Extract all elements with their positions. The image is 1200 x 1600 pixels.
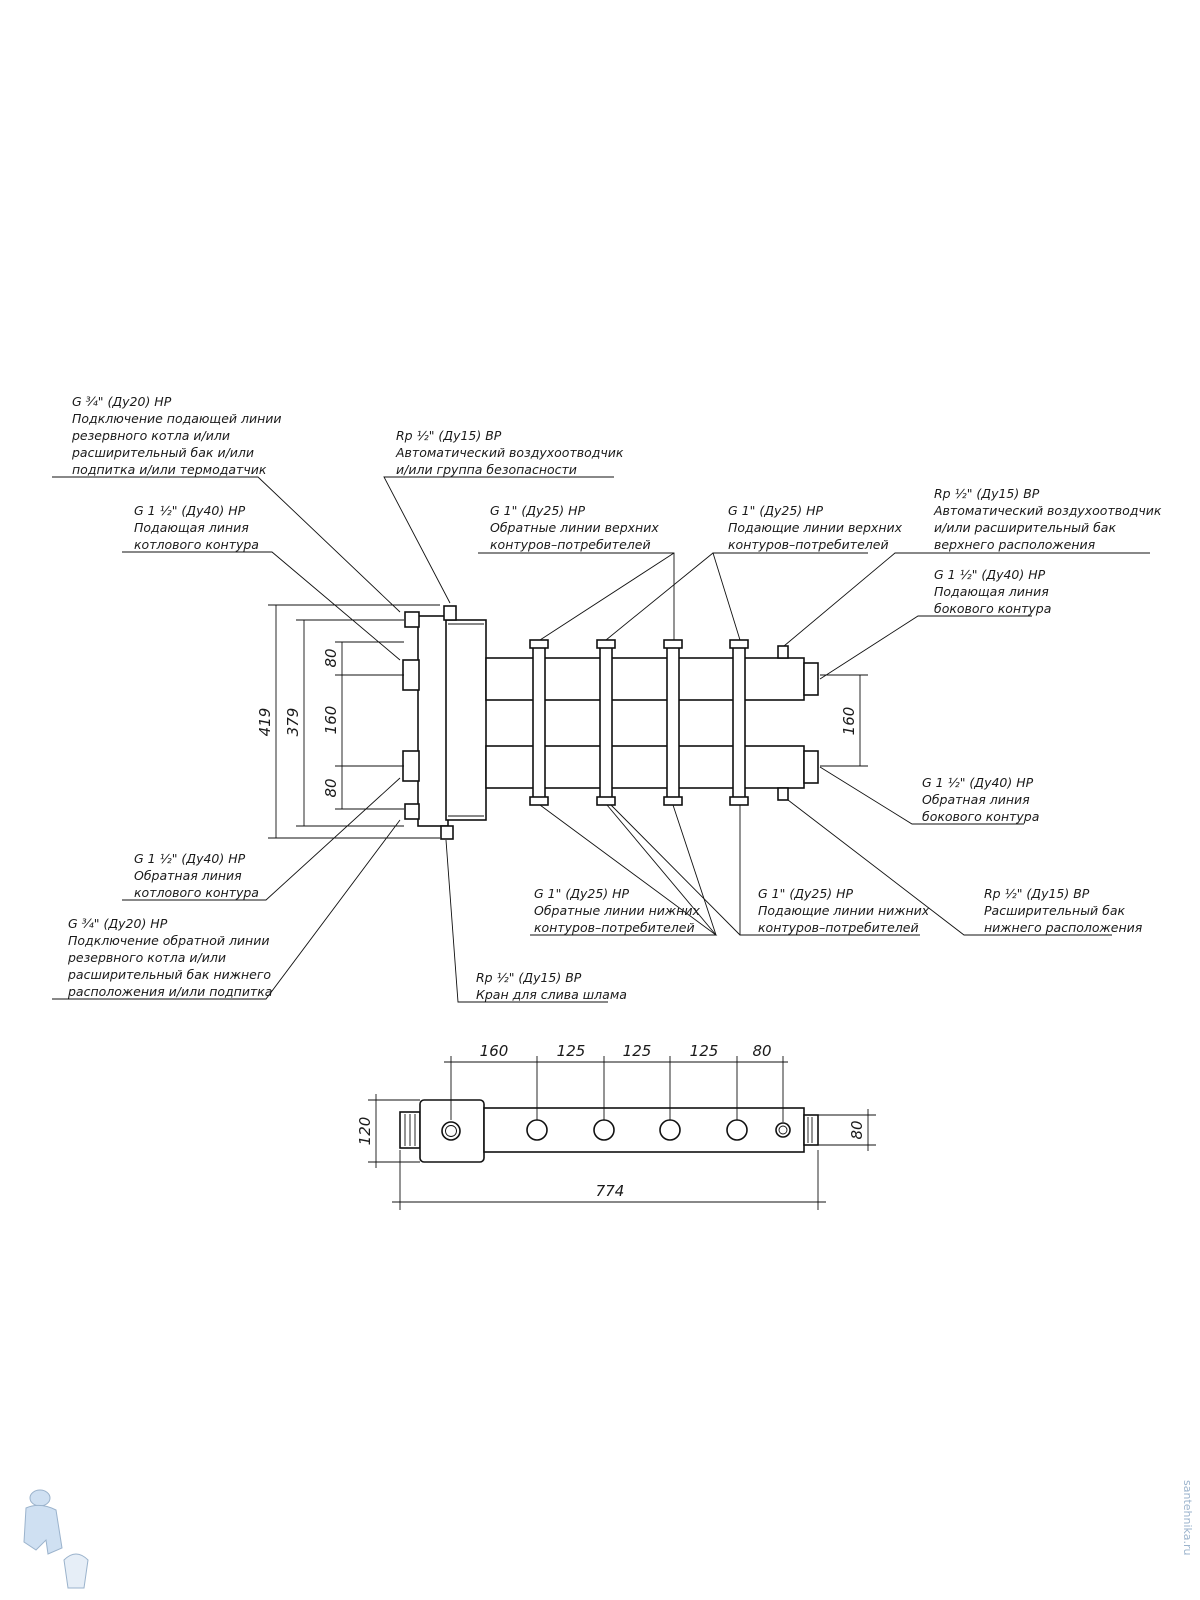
right-port-upper xyxy=(803,662,819,696)
top-outlet-2 xyxy=(593,1119,615,1141)
dim-bottom-80: 80 xyxy=(322,778,340,797)
dim-left-120: 120 xyxy=(356,1117,374,1146)
annotations: G ¾" (Ду20) НР Подключение подающей лини… xyxy=(67,394,1165,1002)
ann-boiler-reserve-supply: G ¾" (Ду20) НР Подключение подающей лини… xyxy=(71,394,286,477)
front-view xyxy=(402,605,819,840)
ann-boiler-return: G 1 ½" (Ду40) НР Обратная линия котловог… xyxy=(134,851,259,900)
dim-spacing-2: 125 xyxy=(557,1042,586,1060)
front-dimensions: 419 379 80 160 80 160 xyxy=(256,604,868,839)
dim-spacing-1: 160 xyxy=(480,1042,509,1060)
hydro-arrow-body xyxy=(445,619,487,821)
top-right-port xyxy=(803,1114,819,1146)
top-outlet-1 xyxy=(526,1119,548,1141)
ann-upper-return: G 1" (Ду25) НР Обратные линии верхних ко… xyxy=(490,503,663,552)
consumer-pipe-3 xyxy=(663,639,683,806)
dim-spacing-4: 125 xyxy=(690,1042,719,1060)
watermark: santehnika.ru xyxy=(1181,1480,1194,1555)
dim-spacing-5: 80 xyxy=(752,1042,771,1060)
dim-419: 419 xyxy=(256,708,274,737)
ann-upper-supply: G 1" (Ду25) НР Подающие линии верхних ко… xyxy=(728,503,906,552)
ann-boiler-reserve-return: G ¾" (Ду20) НР Подключение обратной лини… xyxy=(67,916,275,999)
dim-right-80: 80 xyxy=(848,1120,866,1139)
dim-top-80: 80 xyxy=(322,648,340,667)
dim-spacing-3: 125 xyxy=(623,1042,652,1060)
ann-side-return: G 1 ½" (Ду40) НР Обратная линия бокового… xyxy=(922,775,1039,824)
top-outlet-3 xyxy=(659,1119,681,1141)
consumer-pipe-2 xyxy=(596,639,616,806)
ann-drain: Rp ½" (Ду15) ВР Кран для слива шлама xyxy=(476,970,627,1002)
top-view xyxy=(399,1099,819,1163)
leader-lines xyxy=(52,476,1150,1003)
top-vent-hole xyxy=(441,1121,461,1141)
dim-mid-160: 160 xyxy=(322,706,340,735)
right-port-lower xyxy=(803,750,819,784)
left-port-1 xyxy=(404,611,420,628)
top-outlet-4 xyxy=(726,1119,748,1141)
top-dimensions: 160 125 125 125 80 774 120 80 xyxy=(356,1042,876,1210)
consumer-pipe-4 xyxy=(729,639,749,806)
left-port-4 xyxy=(404,803,420,820)
ann-lower-expansion: Rp ½" (Ду15) ВР Расширительный бак нижне… xyxy=(984,886,1143,935)
top-vent-nipple xyxy=(443,605,457,621)
ann-top-air-vent: Rp ½" (Ду15) ВР Автоматический воздухоот… xyxy=(395,428,627,477)
hydro-arrow-plate xyxy=(417,615,449,827)
drain-nipple xyxy=(440,825,454,840)
dim-379: 379 xyxy=(284,708,302,737)
ann-side-supply: G 1 ½" (Ду40) НР Подающая линия бокового… xyxy=(934,567,1053,616)
left-port-3 xyxy=(402,750,420,782)
ann-upper-right-vent: Rp ½" (Ду15) ВР Автоматический воздухоот… xyxy=(933,486,1165,552)
consumer-pipe-1 xyxy=(529,639,549,806)
top-outlet-small xyxy=(775,1122,791,1138)
dim-right-160: 160 xyxy=(840,707,858,736)
lower-right-nipple xyxy=(777,787,789,801)
upper-right-nipple xyxy=(777,645,789,659)
ann-lower-supply: G 1" (Ду25) НР Подающие линии нижних кон… xyxy=(758,886,933,935)
ann-lower-return: G 1" (Ду25) НР Обратные линии нижних кон… xyxy=(534,886,704,935)
dim-overall-774: 774 xyxy=(596,1182,625,1200)
left-port-2 xyxy=(402,659,420,691)
ann-boiler-supply: G 1 ½" (Ду40) НР Подающая линия котловог… xyxy=(134,503,259,552)
plumber-mascot-icon xyxy=(23,1489,89,1589)
